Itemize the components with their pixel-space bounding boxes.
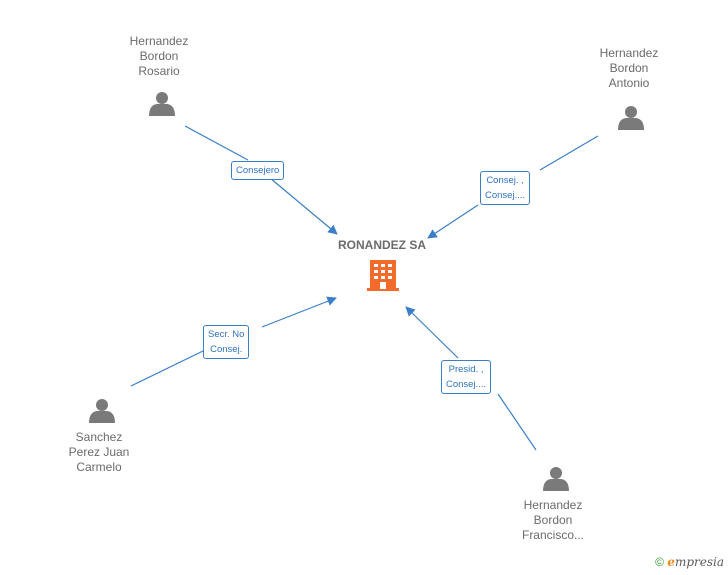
person-name-antonio[interactable]: Hernandez Bordon Antonio [599,46,659,90]
role-label-rosario[interactable]: Consejero [231,161,285,180]
edge-antonio [428,135,599,238]
person-name-rosario[interactable]: Hernandez Bordon Rosario [129,34,189,78]
person-icon [149,92,175,116]
copyright-footer: © empresia [655,555,724,569]
person-name-sanchez[interactable]: Sanchez Perez Juan Carmelo [68,430,130,474]
brand-logo: empresia [667,555,724,569]
person-name-francisco[interactable]: Hernandez Bordon Francisco... [521,498,584,542]
building-icon [367,260,399,291]
role-label-antonio[interactable]: Consej. , Consej.... [480,171,531,205]
edge-francisco [406,307,537,451]
copyright-symbol: © [655,555,664,569]
edge-rosario [184,125,337,234]
person-icon [543,467,569,491]
company-name[interactable]: RONANDEZ SA [337,238,426,252]
role-label-sanchez[interactable]: Secr. No Consej. [203,325,250,359]
edge-sanchez [130,298,336,387]
role-label-francisco[interactable]: Presid. , Consej.... [441,360,492,394]
person-icon [89,399,115,423]
person-icon [618,106,644,130]
